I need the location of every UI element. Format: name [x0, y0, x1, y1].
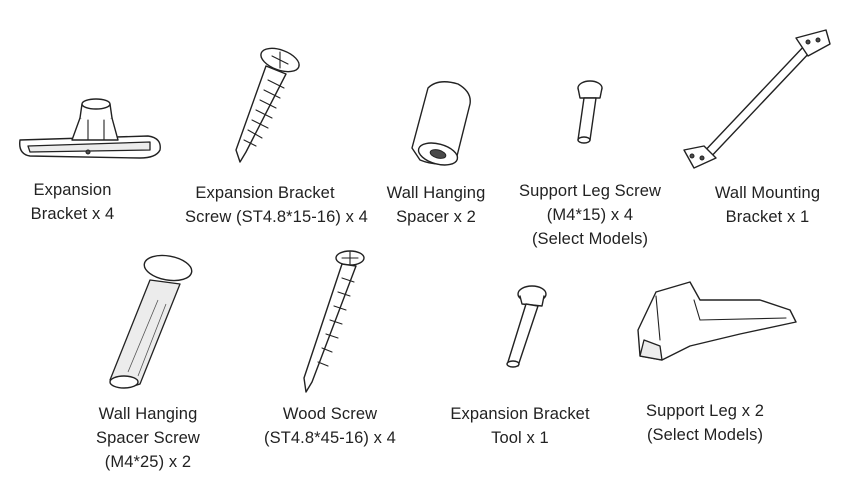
- part-label-line: Wall Hanging: [386, 184, 486, 202]
- part-label-line: Bracket x 1: [725, 208, 810, 226]
- support-leg-screw-illustration: [577, 80, 603, 144]
- part-label-wall-hanging-spacer: Wall Hanging Spacer x 2: [381, 181, 491, 229]
- part-label-line: Support Leg x 2: [646, 402, 764, 420]
- part-label-line: (M4*15) x 4: [546, 206, 634, 224]
- part-label-line: Bracket x 4: [30, 205, 115, 223]
- support-leg-illustration: [637, 281, 797, 361]
- part-label-line: (M4*25) x 2: [104, 453, 192, 471]
- part-label-line: Expansion Bracket: [195, 184, 335, 202]
- part-label-expansion-bracket: Expansion Bracket x 4: [25, 178, 120, 226]
- part-label-line: Spacer x 2: [396, 208, 476, 226]
- part-label-line: Expansion: [33, 181, 112, 199]
- wall-mounting-bracket-illustration: [683, 29, 831, 169]
- wall-hanging-spacer-screw-illustration: [109, 254, 193, 389]
- part-label-line: Wall Mounting: [714, 184, 821, 202]
- part-label-line: (Select Models): [531, 230, 649, 248]
- part-label-support-leg-screw: Support Leg Screw (M4*15) x 4 (Select Mo…: [510, 179, 670, 251]
- expansion-bracket-illustration: [19, 98, 161, 159]
- part-label-line: Support Leg Screw: [518, 182, 662, 200]
- part-label-line: Wood Screw: [282, 405, 378, 423]
- part-label-line: (ST4.8*45-16) x 4: [264, 429, 396, 447]
- wood-screw-illustration: [303, 250, 365, 393]
- part-label-wood-screw: Wood Screw (ST4.8*45-16) x 4: [255, 402, 405, 450]
- part-label-line: Expansion Bracket: [450, 405, 590, 423]
- part-label-line: Screw (ST4.8*15-16) x 4: [185, 208, 368, 226]
- part-label-line: Tool x 1: [491, 429, 549, 447]
- part-label-line: Wall Hanging: [98, 405, 198, 423]
- part-label-line: (Select Models): [646, 426, 764, 444]
- part-label-wall-mounting-bracket: Wall Mounting Bracket x 1: [705, 181, 830, 229]
- part-label-line: Spacer Screw: [96, 429, 200, 447]
- expansion-bracket-screw-illustration: [235, 47, 300, 163]
- expansion-bracket-tool-illustration: [506, 285, 547, 368]
- part-label-expansion-bracket-screw: Expansion Bracket Screw (ST4.8*15-16) x …: [185, 181, 368, 229]
- part-label-wall-hanging-spacer-screw: Wall Hanging Spacer Screw (M4*25) x 2: [88, 402, 208, 474]
- wall-hanging-spacer-illustration: [411, 81, 471, 166]
- part-label-support-leg: Support Leg x 2 (Select Models): [635, 399, 775, 447]
- part-label-expansion-bracket-tool: Expansion Bracket Tool x 1: [440, 402, 600, 450]
